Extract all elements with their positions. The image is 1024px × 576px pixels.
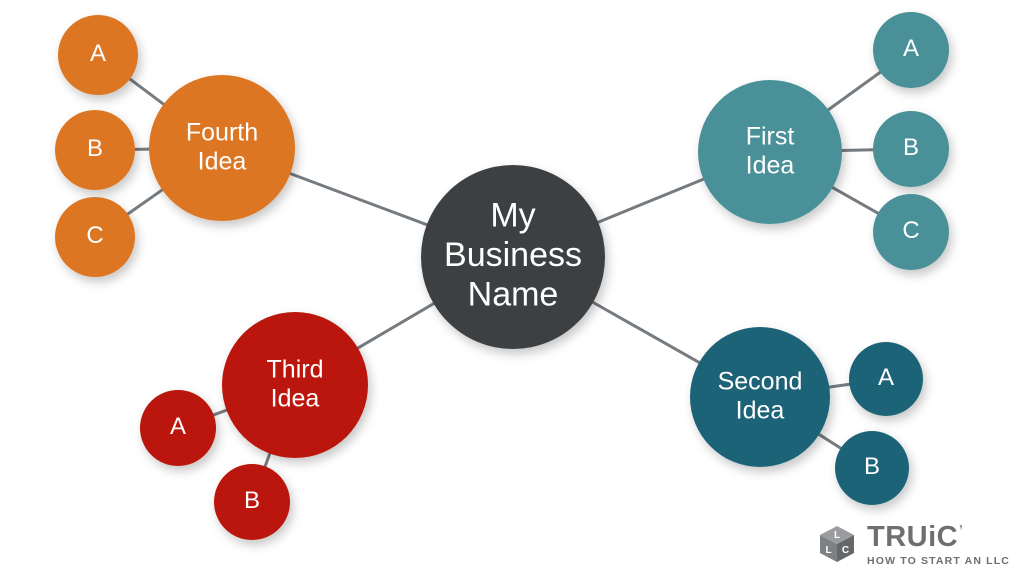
node-label-third-idea-a: A — [170, 413, 186, 440]
node-first-idea-c[interactable]: C — [873, 194, 949, 270]
edge-root-to-fourth-idea — [287, 171, 430, 227]
truic-logo: L L C TRUiC HOW TO START AN LLC — [816, 523, 1010, 567]
node-shape-fourth-idea[interactable] — [149, 75, 295, 221]
svg-text:L: L — [834, 530, 840, 541]
edge-second-idea-to-second-idea-b — [816, 432, 844, 451]
svg-text:TRUiC: TRUiC — [867, 523, 958, 553]
node-shape-third-idea-a[interactable] — [140, 390, 216, 466]
node-second-idea-b[interactable]: B — [835, 431, 909, 505]
svg-text:C: C — [842, 545, 849, 556]
node-shape-first-idea-a[interactable] — [873, 12, 949, 88]
node-label-fourth-idea-b: B — [87, 135, 103, 162]
node-label-fourth-idea-c: C — [86, 222, 103, 249]
node-label-third-idea-b: B — [244, 487, 260, 514]
node-first-idea-b[interactable]: B — [873, 111, 949, 187]
node-shape-second-idea[interactable] — [690, 327, 830, 467]
node-shape-fourth-idea-b[interactable] — [55, 110, 135, 190]
node-label-second-idea-b: B — [864, 453, 880, 480]
node-shape-fourth-idea-a[interactable] — [58, 15, 138, 95]
edge-root-to-third-idea — [355, 301, 437, 351]
edge-first-idea-to-first-idea-c — [830, 185, 881, 216]
edge-third-idea-to-third-idea-b — [263, 451, 272, 469]
node-shape-first-idea-b[interactable] — [873, 111, 949, 187]
node-label-second-idea-a: A — [878, 364, 894, 391]
edge-first-idea-to-first-idea-a — [826, 70, 883, 112]
node-shape-root[interactable] — [421, 165, 605, 349]
node-second-idea-a[interactable]: A — [849, 342, 923, 416]
logo-tagline: HOW TO START AN LLC — [867, 554, 1010, 567]
node-shape-first-idea[interactable] — [698, 80, 842, 224]
node-first-idea-a[interactable]: A — [873, 12, 949, 88]
node-third-idea-a[interactable]: A — [140, 390, 216, 466]
node-label-fourth-idea-a: A — [90, 40, 106, 67]
node-label-first-idea-a: A — [903, 35, 919, 62]
node-label-first-idea-c: C — [902, 217, 919, 244]
node-shape-second-idea-b[interactable] — [835, 431, 909, 505]
svg-text:L: L — [825, 545, 831, 556]
edge-root-to-first-idea — [595, 177, 706, 225]
truic-cube-icon: L L C — [820, 526, 855, 563]
node-shape-third-idea-b[interactable] — [214, 464, 290, 540]
edge-root-to-second-idea — [590, 300, 702, 365]
node-shape-fourth-idea-c[interactable] — [55, 197, 135, 277]
node-fourth-idea-c[interactable]: C — [55, 197, 135, 277]
node-fourth-idea-b[interactable]: B — [55, 110, 135, 190]
node-shape-first-idea-c[interactable] — [873, 194, 949, 270]
logo-text-group: TRUiC HOW TO START AN LLC — [867, 523, 1010, 567]
edge-layer — [125, 70, 883, 469]
truic-wordmark: TRUiC — [867, 523, 962, 553]
node-label-first-idea-b: B — [903, 134, 919, 161]
node-shape-third-idea[interactable] — [222, 312, 368, 458]
edge-first-idea-to-first-idea-b — [839, 148, 876, 152]
node-fourth-idea-a[interactable]: A — [58, 15, 138, 95]
edge-third-idea-to-third-idea-a — [211, 408, 229, 417]
edge-second-idea-to-second-idea-a — [826, 382, 852, 389]
node-third-idea-b[interactable]: B — [214, 464, 290, 540]
edge-fourth-idea-to-fourth-idea-a — [127, 76, 166, 107]
edge-fourth-idea-to-fourth-idea-c — [125, 187, 165, 217]
node-shape-second-idea-a[interactable] — [849, 342, 923, 416]
